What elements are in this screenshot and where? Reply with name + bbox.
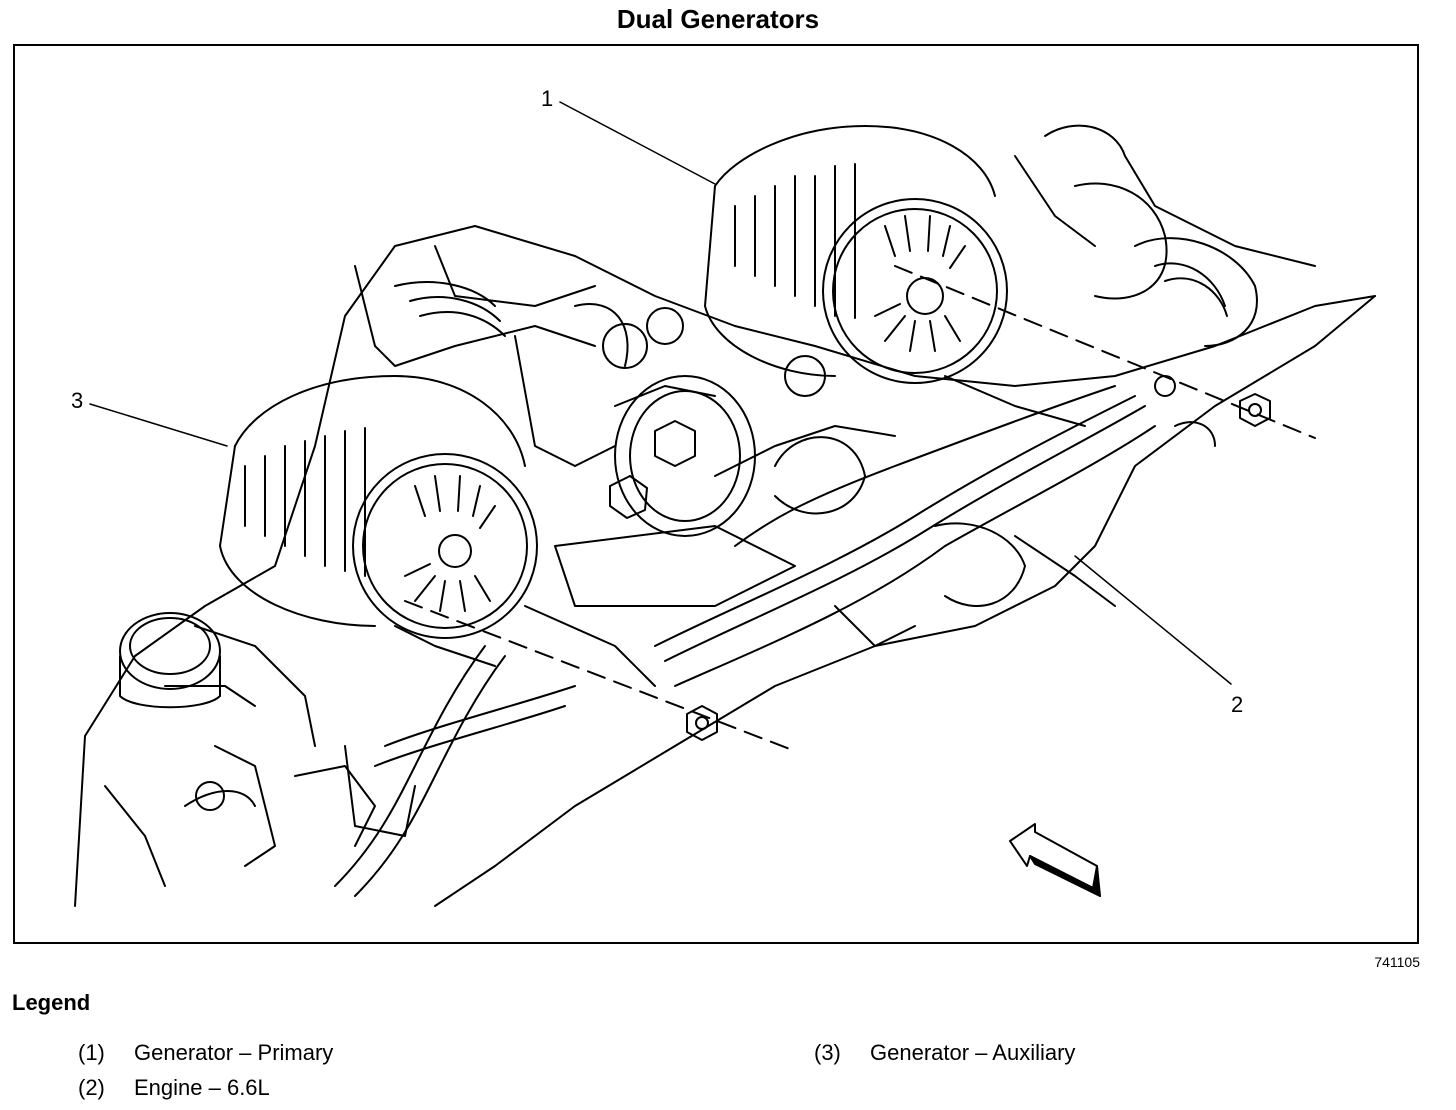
view-direction-arrow <box>1009 823 1101 897</box>
legend-number: (1) <box>78 1040 105 1065</box>
callout-leaders <box>89 101 1232 685</box>
callout-2: 2 <box>1231 692 1244 717</box>
legend-item: (1) Generator – Primary <box>78 1040 333 1066</box>
figure-id: 741105 <box>1374 954 1420 970</box>
legend-text: Generator – Primary <box>134 1040 334 1065</box>
callout-1: 1 <box>541 86 554 111</box>
legend-number: (3) <box>814 1040 841 1065</box>
auxiliary-generator <box>219 375 538 667</box>
engine-block <box>74 124 1376 907</box>
reservoir <box>119 612 225 811</box>
bolt-centerlines <box>404 265 1316 752</box>
primary-generator <box>704 125 1086 427</box>
legend-text: Engine – 6.6L <box>134 1075 270 1100</box>
callout-3: 3 <box>71 388 84 413</box>
diagram-title: Dual Generators <box>616 4 820 34</box>
legend-item: (2) Engine – 6.6L <box>78 1075 270 1101</box>
legend-number: (2) <box>78 1075 105 1100</box>
illustration-frame: 1 3 2 <box>13 44 1419 944</box>
legend-heading: Legend <box>12 990 91 1015</box>
engine-illustration <box>74 101 1376 907</box>
legend-item: (3) Generator – Auxiliary <box>814 1040 1075 1066</box>
wiring-harness <box>334 385 1156 897</box>
legend-text: Generator – Auxiliary <box>870 1040 1076 1065</box>
